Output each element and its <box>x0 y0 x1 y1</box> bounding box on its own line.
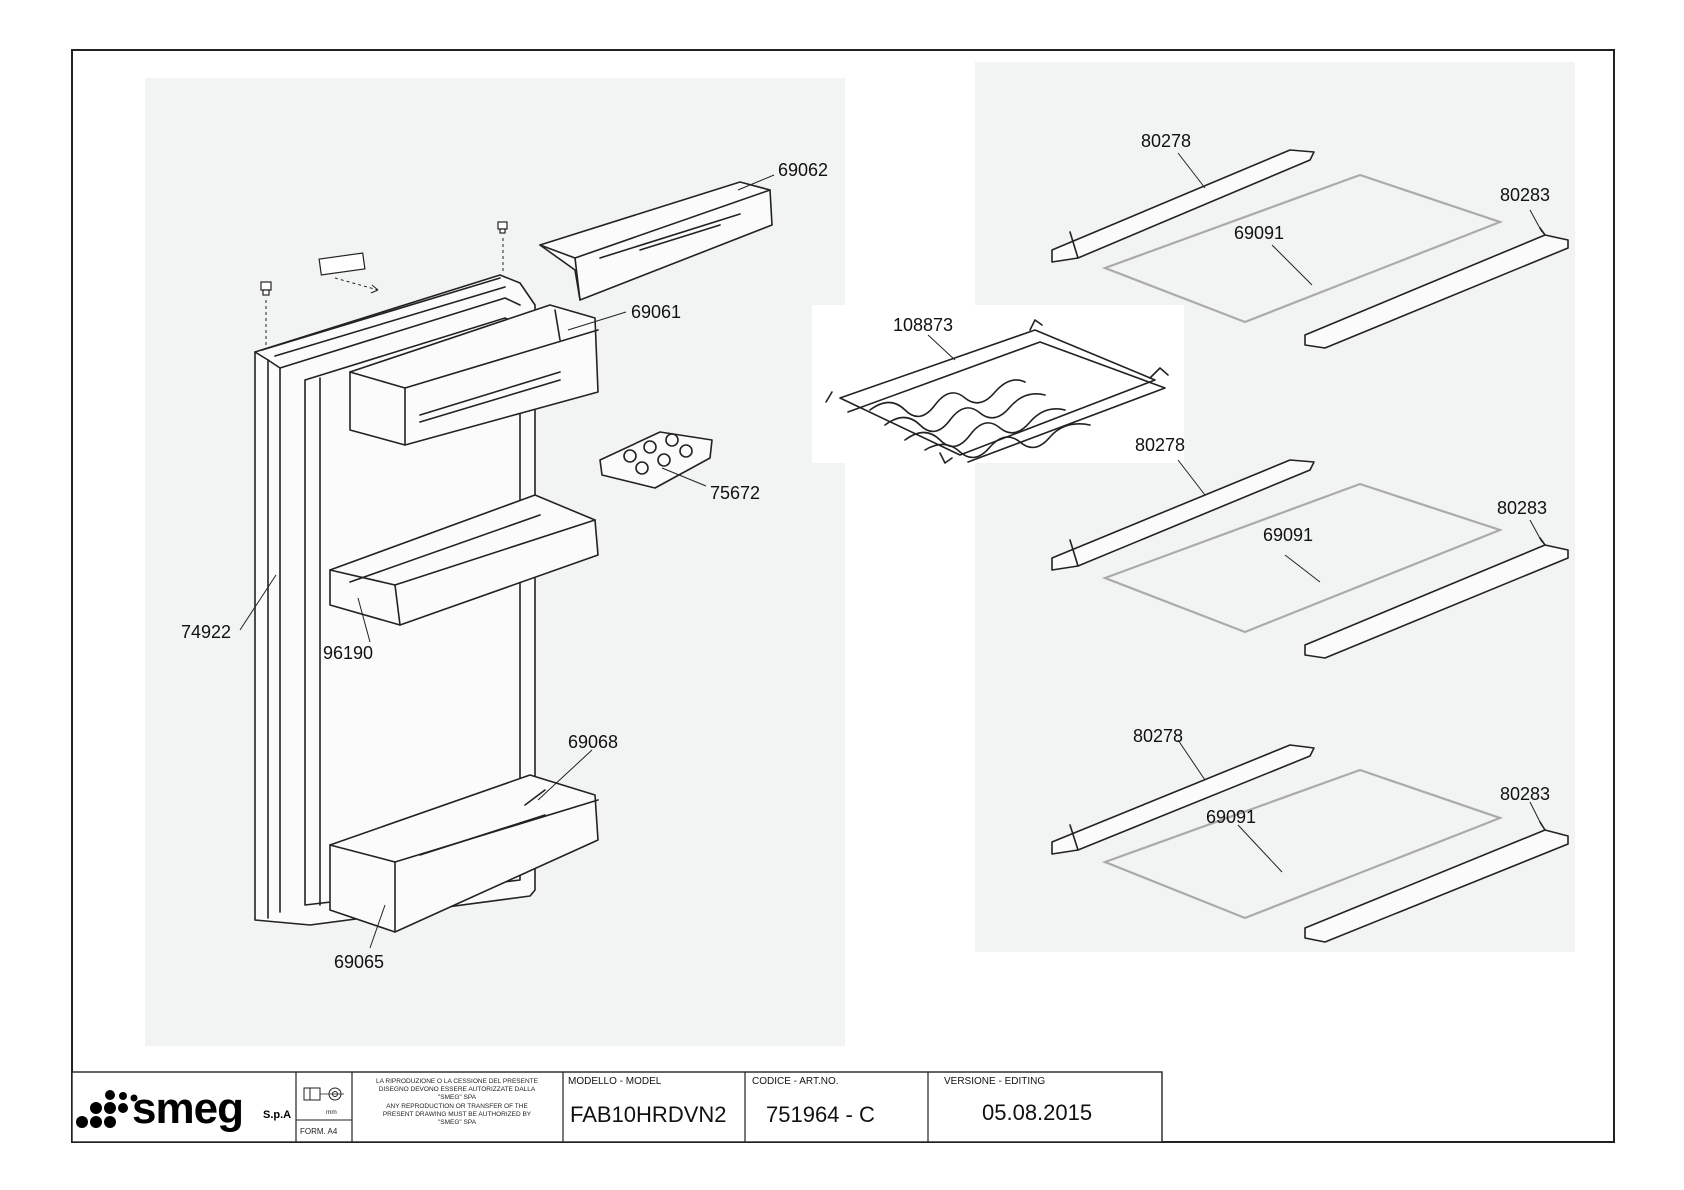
model-value: FAB10HRDVN2 <box>570 1102 727 1127</box>
rack-background-panel <box>812 305 1184 463</box>
part-label-69065: 69065 <box>334 952 384 972</box>
top-balcony-69061 <box>349 304 599 446</box>
part-label-69062: 69062 <box>778 160 828 180</box>
shelf-rail-80278 <box>1051 149 1315 263</box>
shelf-assembly-3 <box>1051 739 1569 943</box>
part-label-80278-3: 80278 <box>1133 726 1183 746</box>
shelf-assembly-1 <box>1051 149 1569 349</box>
part-label-96190: 96190 <box>323 643 373 663</box>
shelf-background-panel <box>975 62 1575 952</box>
top-cover-69062 <box>539 181 773 301</box>
model-label: MODELLO - MODEL <box>568 1076 662 1087</box>
svg-text:mm: mm <box>326 1109 337 1116</box>
part-label-75672: 75672 <box>710 483 760 503</box>
part-label-69091-3: 69091 <box>1206 807 1256 827</box>
svg-text:DISEGNO DEVONO ESSERE AUTORIZZ: DISEGNO DEVONO ESSERE AUTORIZZATE DALLA <box>379 1086 536 1093</box>
shelf-assembly-2 <box>1051 459 1569 659</box>
part-label-74922: 74922 <box>181 622 231 642</box>
hinge-pin-right <box>497 221 508 272</box>
part-label-80283-1: 80283 <box>1500 185 1550 205</box>
part-label-69091-1: 69091 <box>1234 223 1284 243</box>
part-label-80283-2: 80283 <box>1497 498 1547 518</box>
part-label-80278-1: 80278 <box>1141 131 1191 151</box>
svg-text:"SMEG" SPA: "SMEG" SPA <box>438 1094 477 1101</box>
door-assembly <box>239 174 775 949</box>
format-label: FORM. A4 <box>300 1127 338 1136</box>
part-label-69061: 69061 <box>631 302 681 322</box>
part-label-80283-3: 80283 <box>1500 784 1550 804</box>
hinge-pin-left <box>260 281 272 345</box>
svg-text:smeg: smeg <box>132 1084 243 1133</box>
bottom-balcony-69065 <box>329 774 599 933</box>
smeg-logo: smeg S.p.A <box>76 1084 291 1133</box>
wine-rack-108873 <box>825 319 1169 464</box>
code-value: 751964 - C <box>766 1102 875 1127</box>
label-sticker <box>318 252 366 276</box>
svg-text:"SMEG" SPA: "SMEG" SPA <box>438 1119 477 1126</box>
part-label-69091-2: 69091 <box>1263 525 1313 545</box>
version-value: 05.08.2015 <box>982 1100 1092 1125</box>
glass-shelf-69091 <box>1101 173 1504 324</box>
part-label-80278-2: 80278 <box>1135 435 1185 455</box>
projection-symbol: mm <box>303 1087 344 1116</box>
middle-balcony-96190 <box>329 494 599 626</box>
egg-tray-75672 <box>599 431 713 489</box>
svg-text:ANY REPRODUCTION OR TRANSFER O: ANY REPRODUCTION OR TRANSFER OF THE <box>386 1103 528 1110</box>
part-label-108873: 108873 <box>893 315 953 335</box>
title-block: smeg S.p.A mm FORM. A4 LA RIPRODUZIONE O… <box>71 1071 1163 1143</box>
code-label: CODICE - ART.NO. <box>752 1076 839 1087</box>
svg-text:PRESENT DRAWING MUST BE AUTHOR: PRESENT DRAWING MUST BE AUTHORIZED BY <box>383 1111 532 1118</box>
part-label-69068: 69068 <box>568 732 618 752</box>
svg-text:S.p.A: S.p.A <box>263 1109 291 1121</box>
svg-text:LA RIPRODUZIONE O LA CESSIONE: LA RIPRODUZIONE O LA CESSIONE DEL PRESEN… <box>376 1078 539 1085</box>
version-label: VERSIONE - EDITING <box>944 1076 1045 1087</box>
